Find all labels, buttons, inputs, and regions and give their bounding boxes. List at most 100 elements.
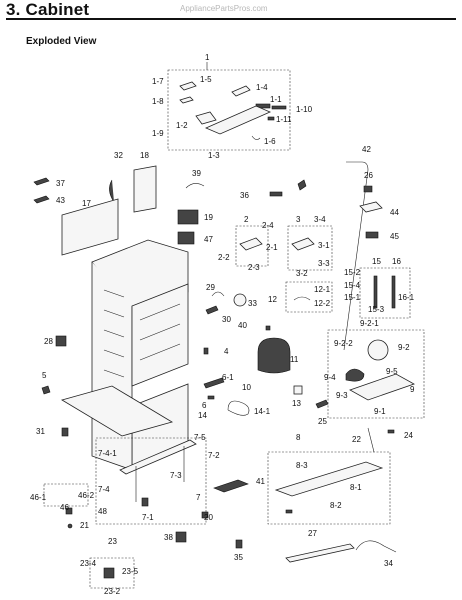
assembly-2-outline — [235, 225, 269, 267]
cabinet-body — [60, 239, 189, 471]
callout-label: 47 — [204, 235, 213, 244]
callout-label: 6-1 — [222, 373, 234, 382]
callout-label: 46 — [60, 503, 69, 512]
callout-label: 2-3 — [248, 263, 260, 272]
callout-label: 7 — [196, 493, 201, 502]
callout-label: 9-2-1 — [360, 319, 379, 328]
part-26 — [363, 185, 373, 193]
callout-label: 22 — [352, 435, 361, 444]
callout-label: 15-2 — [344, 268, 361, 277]
callout-label: 1 — [205, 53, 210, 62]
part-1-7 — [179, 81, 197, 91]
callout-label: 3-3 — [318, 259, 330, 268]
part-7-3 — [135, 446, 185, 502]
part-9-2-fan — [367, 339, 389, 361]
callout-label: 37 — [56, 179, 65, 188]
callout-label: 1-10 — [296, 105, 313, 114]
callout-label: 1-11 — [276, 115, 292, 124]
callout-label: 2-4 — [262, 221, 274, 230]
part-1-2 — [195, 111, 217, 125]
part-6-1 — [203, 377, 225, 389]
callout-label: 23-4 — [80, 559, 97, 568]
base-frame — [60, 385, 174, 437]
callout-label: 31 — [36, 427, 45, 436]
part-8-3 — [274, 461, 384, 497]
assembly-46-outline — [43, 483, 89, 507]
callout-label: 9 — [410, 385, 415, 394]
part-43 — [33, 195, 50, 204]
part-30 — [205, 305, 219, 315]
part-42-tube — [343, 161, 369, 351]
part-33 — [233, 293, 247, 307]
part-27 — [285, 543, 355, 563]
callout-label: 20 — [204, 513, 213, 522]
callout-label: 40 — [238, 321, 247, 330]
callout-label: 15-3 — [368, 305, 385, 314]
callout-label: 15-1 — [344, 293, 361, 302]
callout-label: 44 — [390, 208, 399, 217]
callout-label: 3-2 — [296, 269, 308, 278]
callout-label: 9-2 — [398, 343, 410, 352]
callout-label: 29 — [206, 283, 215, 292]
assembly-1-group — [167, 62, 291, 151]
part-22 — [367, 427, 375, 453]
callout-label: 34 — [384, 559, 393, 568]
part-45 — [365, 231, 379, 239]
callout-label: 42 — [362, 145, 371, 154]
part-19 — [177, 209, 199, 225]
callout-label: 1-4 — [256, 83, 268, 92]
part-1-10 — [271, 105, 287, 110]
section-title: Exploded View — [26, 36, 97, 47]
callout-label: 36 — [240, 191, 249, 200]
callout-label: 38 — [164, 533, 173, 542]
part-20 — [201, 511, 209, 519]
callout-label: 23-5 — [122, 567, 139, 576]
part-13 — [293, 385, 303, 395]
callout-label: 6 — [202, 401, 207, 410]
callout-label: 8-3 — [296, 461, 308, 470]
part-5 — [41, 385, 51, 395]
callout-label: 25 — [318, 417, 327, 426]
part-23 — [103, 567, 115, 579]
part-31 — [61, 427, 69, 437]
callout-label: 14 — [198, 411, 207, 420]
callout-label: 11 — [290, 355, 299, 364]
callout-label: 3-1 — [318, 241, 330, 250]
callout-label: 9-4 — [324, 373, 336, 382]
part-35 — [235, 539, 243, 549]
callout-labels: 1 1-7 1-5 1-4 1-8 1-1 1-10 1-2 1-11 1-9 … — [30, 53, 415, 596]
callout-label: 46-2 — [78, 491, 95, 500]
watermark: AppliancePartsPros.com — [180, 4, 268, 13]
part-34 — [355, 540, 397, 553]
callout-label: 26 — [364, 171, 373, 180]
part-1-6 — [251, 135, 261, 140]
callout-label: 24 — [404, 431, 413, 440]
callout-label: 23 — [108, 537, 117, 546]
callout-label: 32 — [114, 151, 123, 160]
callout-label: 14-1 — [254, 407, 271, 416]
part-41 — [213, 479, 249, 493]
title-rule — [6, 18, 456, 20]
callout-label: 15-4 — [344, 281, 361, 290]
assembly-3-outline — [287, 225, 333, 271]
part-18-panel — [133, 165, 157, 213]
callout-label: 2-2 — [218, 253, 230, 262]
part-1-3 — [204, 105, 272, 135]
assembly-15-16-outline — [359, 267, 411, 319]
assembly-1-outline — [167, 69, 291, 151]
part-28 — [55, 335, 67, 347]
assembly-8-outline — [267, 451, 391, 525]
part-4 — [203, 347, 209, 355]
assembly-12-outline — [285, 281, 333, 313]
part-16-rod — [391, 275, 396, 309]
callout-label: 18 — [140, 151, 149, 160]
part-36-clip — [297, 179, 307, 191]
callout-label: 15 — [372, 257, 381, 266]
part-36 — [269, 191, 283, 197]
page-title: 3. Cabinet — [6, 0, 90, 19]
callout-label: 8 — [296, 433, 301, 442]
part-39 — [185, 183, 205, 189]
callout-label: 2 — [244, 215, 249, 224]
part-48 — [65, 507, 73, 515]
